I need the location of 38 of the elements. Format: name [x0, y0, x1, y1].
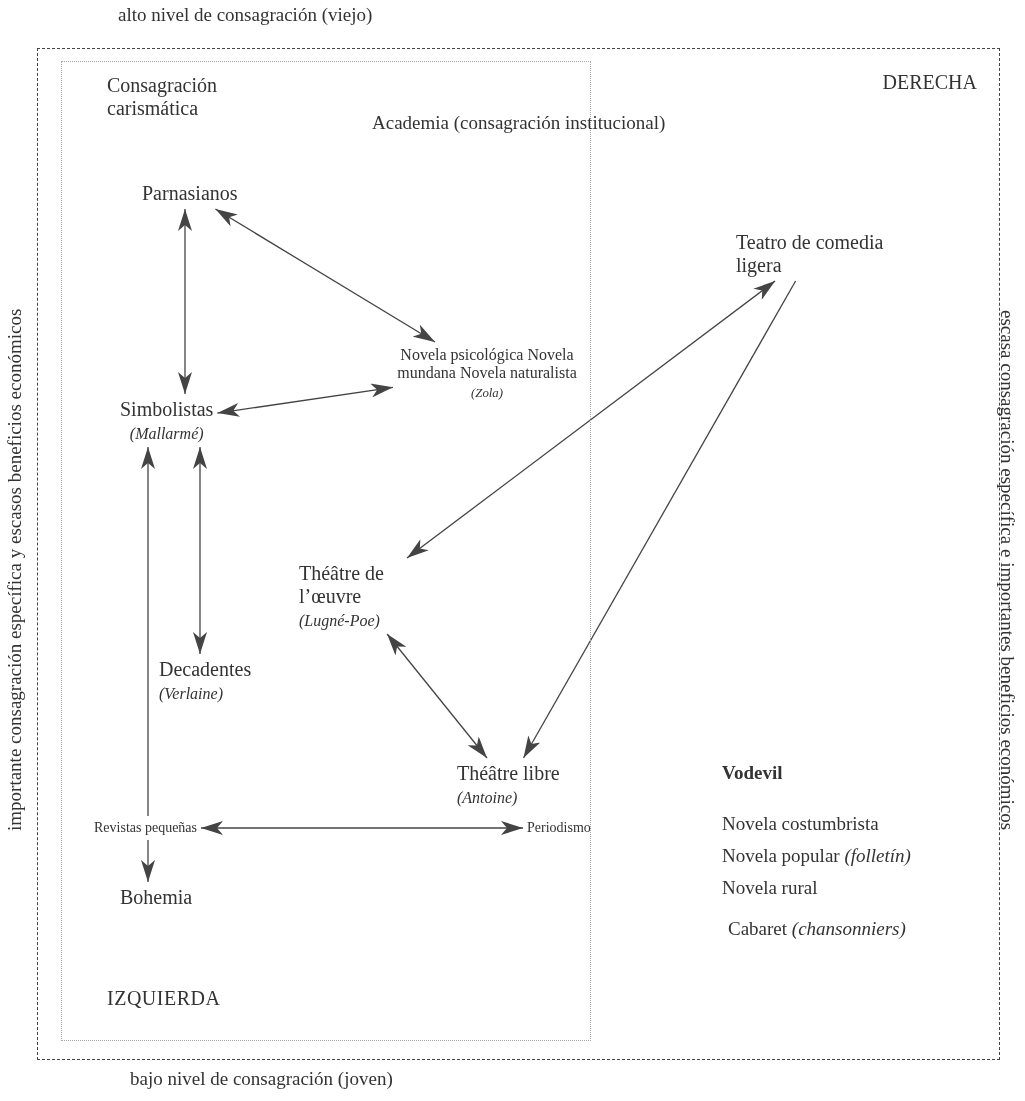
representative-name: (Lugné-Poe)	[299, 612, 381, 630]
position-label: Théâtre libre	[457, 762, 560, 785]
arrow	[200, 821, 524, 835]
position-label: Théâtre de l’œuvre	[299, 562, 385, 608]
pole-label: IZQUIERDA	[107, 987, 221, 1010]
position-label: Novela rural	[722, 877, 818, 899]
position-label: Teatro de comedia ligera	[736, 231, 885, 277]
arrow	[522, 280, 797, 759]
position-label: Consagración carismática	[107, 74, 218, 120]
arrow	[214, 208, 436, 343]
position-label: Decadentes	[159, 658, 252, 681]
axis-label: escasa consagración específica e importantes beneficios económicos	[996, 308, 1018, 833]
axis-label: importante consagración específica y escasos beneficios económicos	[4, 307, 26, 834]
position-label: Novela costumbrista	[722, 813, 879, 835]
arrow	[386, 633, 488, 759]
axis-label: bajo nivel de consagración (joven)	[130, 1068, 393, 1090]
position-label: Periodismo	[527, 820, 591, 836]
arrow	[141, 446, 155, 817]
axis-label: alto nivel de consagración (viejo)	[118, 4, 373, 26]
position-label: Novela psicológica Novela mundana Novela naturalista	[397, 346, 577, 382]
position-label: DERECHA	[882, 71, 977, 94]
arrow	[216, 383, 394, 417]
arrow	[193, 446, 207, 655]
representative-name: (Zola)	[470, 386, 504, 401]
position-label: Academia (consagración institucional)	[372, 112, 666, 134]
position-label: Simbolistas	[120, 398, 214, 421]
position-label: Novela popular (folletín)	[722, 845, 911, 867]
representative-name: (Mallarmé)	[128, 425, 205, 443]
position-label: Bohemia	[120, 886, 193, 909]
position-label: Revistas pequeñas	[94, 820, 198, 836]
representative-name: (Verlaine)	[159, 685, 224, 703]
arrow	[141, 839, 155, 883]
arrow	[406, 280, 776, 559]
position-label: Parnasianos	[142, 182, 238, 205]
position-label: Vodevil	[722, 762, 783, 784]
arrow	[178, 208, 192, 395]
position-label: Cabaret (chansonniers)	[728, 918, 906, 940]
representative-name: (Antoine)	[457, 789, 519, 807]
